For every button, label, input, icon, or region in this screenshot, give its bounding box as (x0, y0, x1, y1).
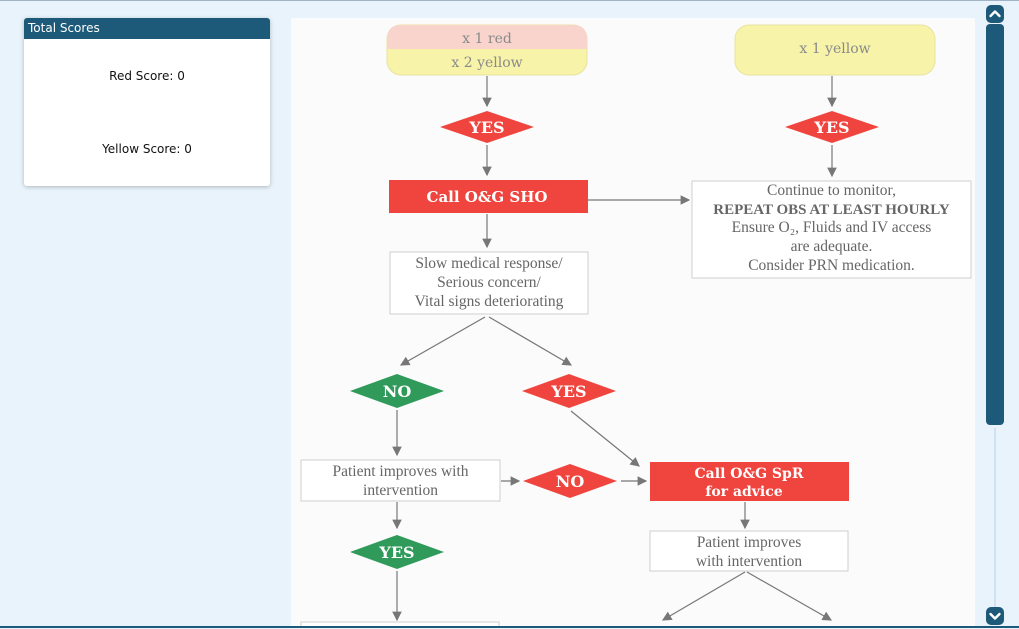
svg-text:YES: YES (550, 382, 586, 401)
patient-improves-1-line-2: intervention (363, 481, 438, 499)
svg-text:NO: NO (556, 472, 585, 491)
trigger-yellow-text: x 2 yellow (451, 55, 522, 71)
patient-improves-2-line-1: Patient improves (696, 534, 802, 551)
total-scores-panel: Total Scores Red Score: 0 Yellow Score: … (24, 18, 270, 186)
monitor-line-1: Continue to monitor, (767, 182, 896, 199)
concern-line-3: Vital signs deteriorating (414, 292, 564, 310)
chevron-up-icon (989, 10, 1001, 18)
yellow-score: Yellow Score: 0 (102, 142, 192, 156)
svg-text:YES: YES (378, 543, 414, 562)
flowchart-document: x 1 red x 2 yellow x 1 yellow YES YES Ca… (291, 18, 975, 628)
yes-diamond-2: YES (785, 111, 879, 143)
patient-improves-box-1 (300, 459, 501, 502)
total-scores-header: Total Scores (24, 18, 270, 39)
monitor-text: Continue to monitor, REPEAT OBS AT LEAST… (692, 182, 971, 276)
patient-improves-2-text: Patient improves with intervention (650, 534, 848, 572)
monitor-line-2: REPEAT OBS AT LEAST HOURLY (713, 201, 950, 218)
monitor-line-4: are adequate. (790, 238, 873, 256)
no-green-diamond: NO (350, 374, 444, 408)
monitor-line-5: Consider PRN medication. (748, 257, 915, 275)
window-top-border (0, 0, 1019, 1)
yes-diamond-1: YES (440, 111, 534, 143)
arrow (746, 571, 833, 621)
arrow (399, 316, 486, 366)
concern-line-1: Slow medical response/ (415, 255, 563, 272)
yes-red-diamond-mid: YES (522, 374, 616, 408)
concern-line-2: Serious concern/ (437, 273, 541, 291)
monitor-box (691, 180, 972, 279)
arrow (661, 571, 746, 621)
yes-green-diamond: YES (350, 535, 444, 569)
trigger-single-yellow-box: x 1 yellow (734, 24, 936, 76)
call-sho-box: Call O&G SHO (389, 180, 588, 213)
patient-improves-1-line-1: Patient improves with (332, 463, 469, 480)
svg-text:NO: NO (383, 382, 412, 401)
scrollbar-rail (994, 428, 996, 608)
patient-improves-1-text: Patient improves with intervention (301, 463, 500, 501)
svg-text:YES: YES (468, 118, 504, 137)
call-spr-box: Call O&G SpR for advice (650, 462, 849, 501)
monitor-line-3: Ensure O₂, Fluids and IV access (731, 219, 932, 237)
chevron-down-icon (989, 612, 1001, 620)
no-red-diamond: NO (523, 464, 617, 498)
scrollbar-thumb[interactable] (986, 24, 1004, 425)
concern-box (389, 251, 589, 315)
patient-improves-2-line-2: with intervention (695, 552, 803, 570)
trigger-single-yellow-text: x 1 yellow (799, 41, 870, 57)
window-bottom-border (0, 626, 1019, 628)
concern-text: Slow medical response/ Serious concern/ … (390, 255, 588, 312)
flowchart-svg: x 1 red x 2 yellow x 1 yellow YES YES Ca… (300, 24, 972, 628)
svg-text:for advice: for advice (705, 484, 782, 500)
scroll-down-button[interactable] (986, 607, 1004, 625)
svg-text:Call O&G SHO: Call O&G SHO (427, 188, 548, 206)
svg-text:Call O&G SpR: Call O&G SpR (695, 466, 804, 482)
scroll-up-button[interactable] (986, 5, 1004, 23)
svg-text:YES: YES (813, 118, 849, 137)
arrow (570, 410, 640, 467)
patient-improves-box-2 (649, 530, 849, 572)
arrow (488, 316, 573, 366)
trigger-red-yellow-box: x 1 red x 2 yellow (386, 24, 588, 76)
trigger-red-text: x 1 red (462, 31, 512, 47)
red-score: Red Score: 0 (109, 69, 185, 83)
